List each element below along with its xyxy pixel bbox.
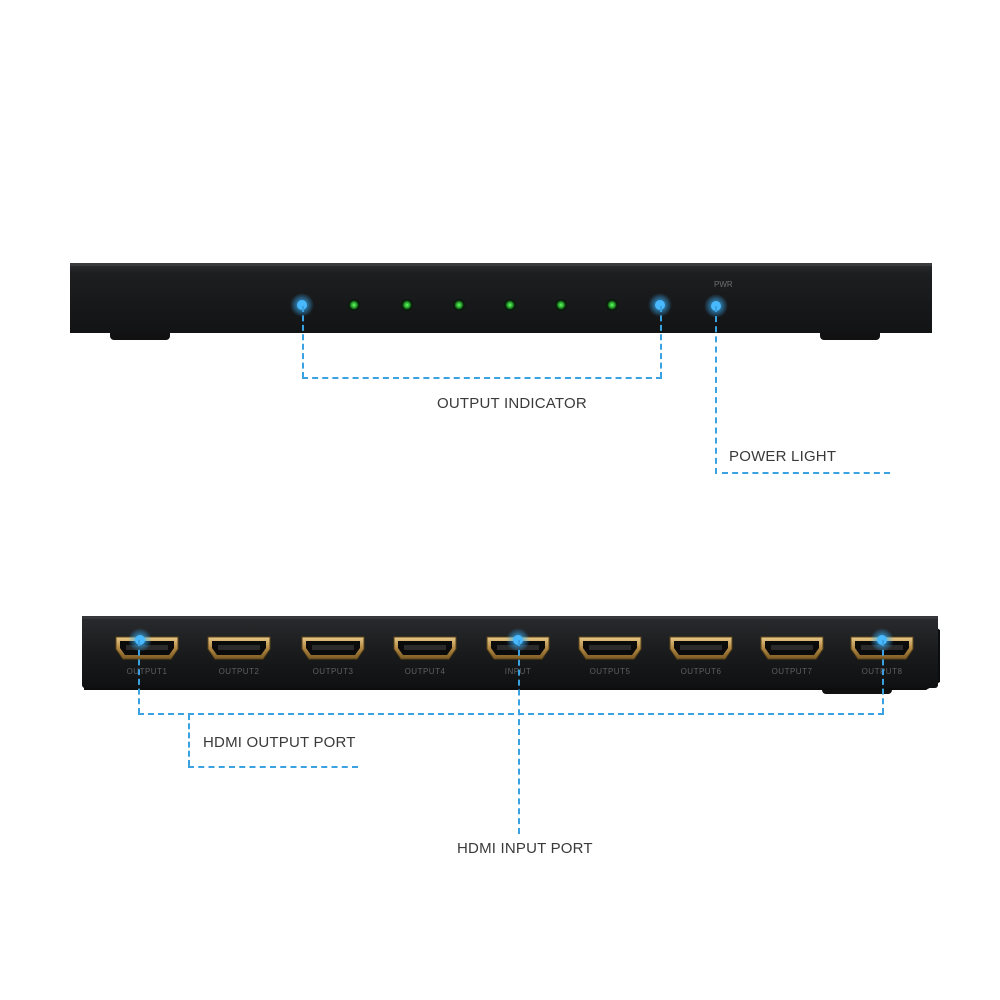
- callout-output-h: [302, 377, 662, 379]
- led-green: [402, 300, 412, 310]
- callout-hdmi-out-drop-v: [188, 714, 190, 766]
- hdmi-port-tongue: [404, 645, 446, 650]
- led-highlight-dot: [655, 300, 665, 310]
- rear-panel: OUTPUT1 OUTPUT2 OUTPUT3 OUTPUT4 INPUT OUTPUT5…: [82, 616, 940, 694]
- hdmi-port-output5: OUTPUT5: [578, 636, 642, 676]
- hdmi-port-label: OUTPUT8: [862, 667, 903, 676]
- hdmi-output-port-label: HDMI OUTPUT PORT: [203, 734, 356, 751]
- front-panel: PWR: [70, 263, 932, 340]
- hdmi-port-label: OUTPUT2: [219, 667, 260, 676]
- port-highlight-dot: [135, 635, 145, 645]
- output-indicator-led-2: [348, 299, 360, 311]
- hdmi-port-tongue: [312, 645, 354, 650]
- led-green: [349, 300, 359, 310]
- hdmi-port-label: OUTPUT5: [590, 667, 631, 676]
- hdmi-port-output7: OUTPUT7: [760, 636, 824, 676]
- callout-power-h: [722, 472, 890, 474]
- output-indicator-led-7: [606, 299, 618, 311]
- output-indicator-leds: [290, 293, 672, 317]
- hdmi-port-label: OUTPUT1: [127, 667, 168, 676]
- led-green: [607, 300, 617, 310]
- callout-hdmi-out-h: [138, 713, 884, 715]
- callout-hdmi-in-v: [518, 640, 520, 834]
- hdmi-port-tongue: [680, 645, 722, 650]
- callout-hdmi-out-left-v: [138, 640, 140, 714]
- led-green: [454, 300, 464, 310]
- hdmi-port-tongue: [589, 645, 631, 650]
- led-green: [505, 300, 515, 310]
- front-chassis: [70, 263, 932, 333]
- hdmi-port-output1: OUTPUT1: [115, 628, 179, 676]
- output-indicator-label: OUTPUT INDICATOR: [437, 395, 587, 412]
- led-green: [556, 300, 566, 310]
- output-indicator-led-6: [555, 299, 567, 311]
- callout-output-left-v: [302, 306, 304, 378]
- callout-hdmi-out-right-v: [882, 640, 884, 714]
- hdmi-input-port-label: HDMI INPUT PORT: [457, 840, 593, 857]
- hdmi-port-label: INPUT: [505, 667, 532, 676]
- hdmi-port-output3: OUTPUT3: [301, 636, 365, 676]
- output-indicator-led-8: [648, 293, 672, 317]
- callout-power-v: [715, 306, 717, 474]
- led-highlight-dot: [297, 300, 307, 310]
- hdmi-port-label: OUTPUT6: [681, 667, 722, 676]
- power-mark: PWR: [714, 280, 733, 289]
- hdmi-port-output4: OUTPUT4: [393, 636, 457, 676]
- callout-hdmi-out-label-h: [188, 766, 358, 768]
- hdmi-port-output2: OUTPUT2: [207, 636, 271, 676]
- hdmi-port-label: OUTPUT3: [313, 667, 354, 676]
- output-indicator-led-5: [504, 299, 516, 311]
- output-indicator-led-3: [401, 299, 413, 311]
- hdmi-port-tongue: [218, 645, 260, 650]
- output-indicator-led-1: [290, 293, 314, 317]
- power-light-label: POWER LIGHT: [729, 448, 837, 465]
- hdmi-port-tongue: [771, 645, 813, 650]
- output-indicator-led-4: [453, 299, 465, 311]
- hdmi-port-output6: OUTPUT6: [669, 636, 733, 676]
- hdmi-port-label: OUTPUT7: [772, 667, 813, 676]
- hdmi-port-label: OUTPUT4: [405, 667, 446, 676]
- callout-output-right-v: [660, 306, 662, 378]
